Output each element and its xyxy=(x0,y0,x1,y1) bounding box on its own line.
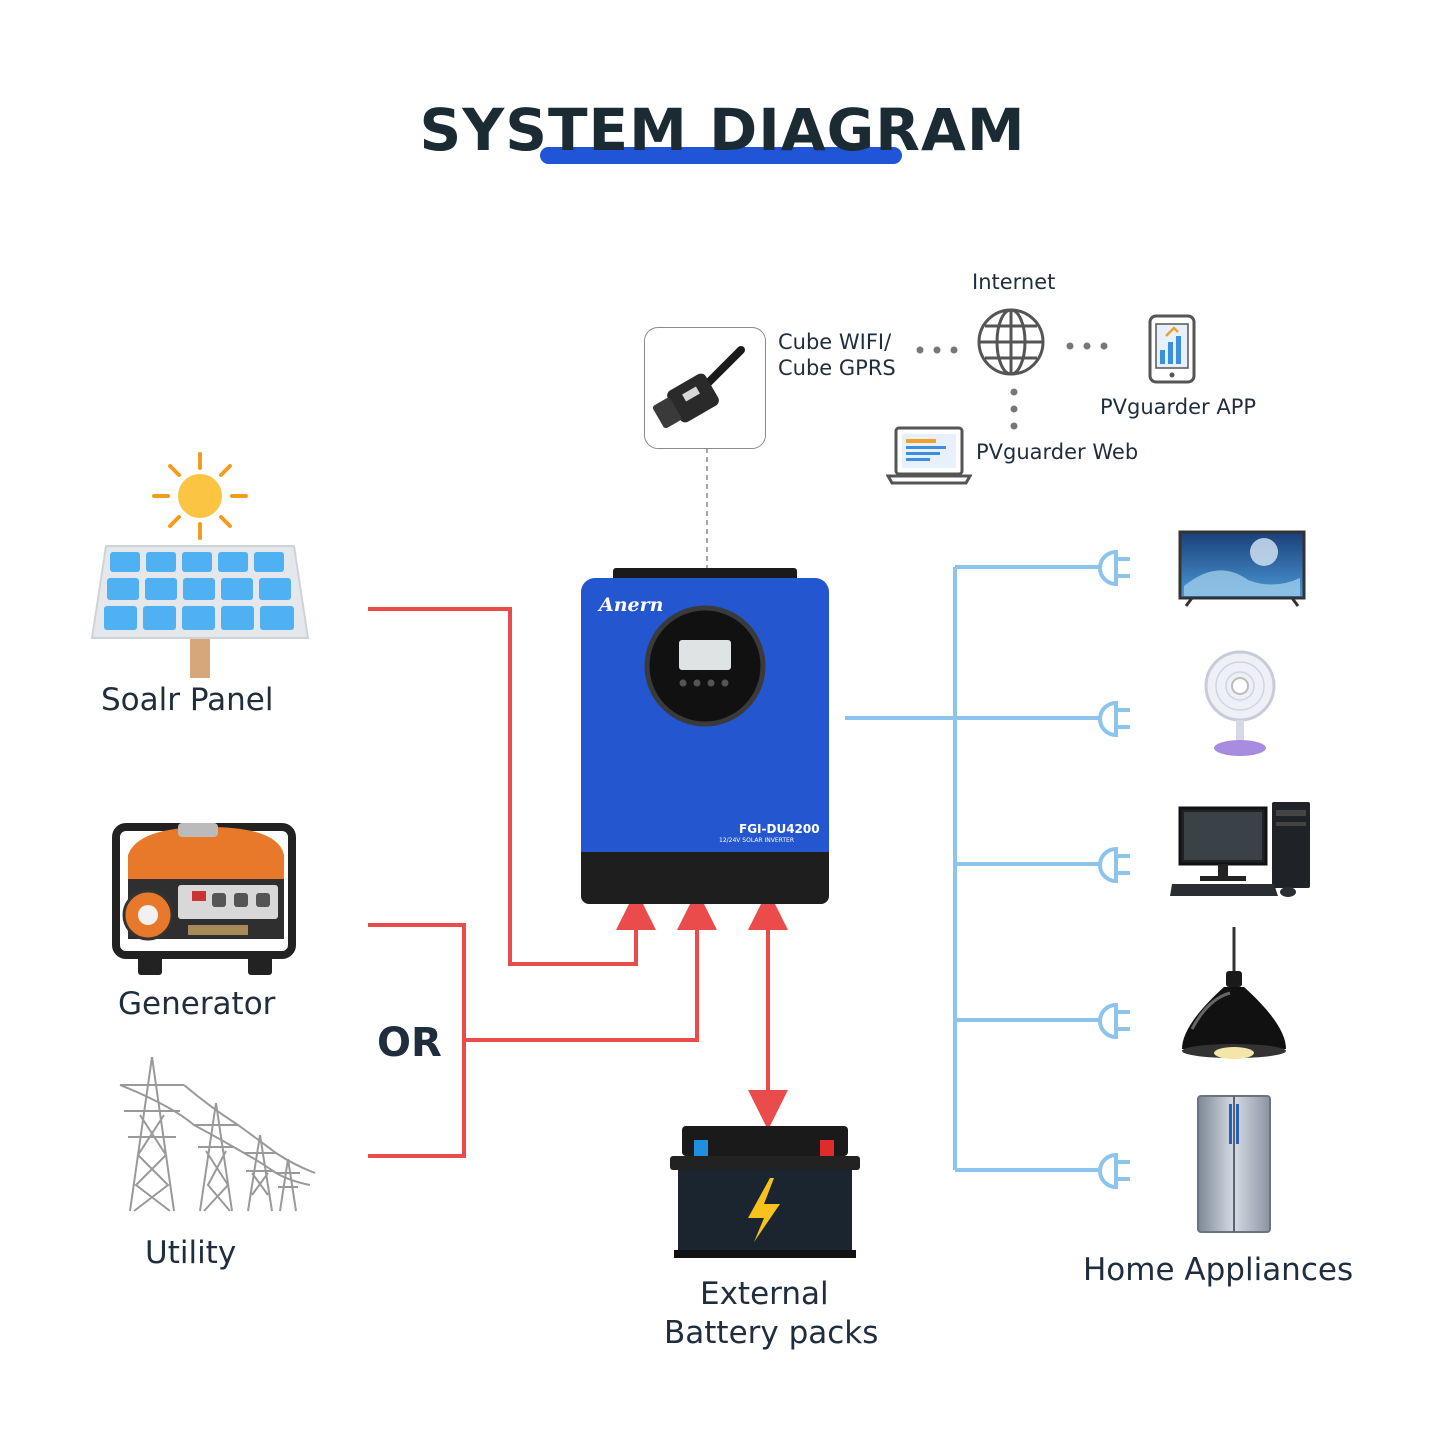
page-title: SYSTEM DIAGRAM xyxy=(419,96,1026,164)
generator-label: Generator xyxy=(118,986,276,1022)
inverter: Anern FGI-DU4200 12/24V SOLAR INVERTER xyxy=(581,568,829,904)
solar-wire xyxy=(368,607,656,966)
dongle-label-line2: Cube GPRS xyxy=(778,356,896,380)
battery-label-line1: External xyxy=(700,1276,829,1312)
dongle-label-line1: Cube WIFI/ xyxy=(778,330,892,354)
pendant-lamp-icon xyxy=(1182,927,1286,1059)
web-label: PVguarder Web xyxy=(976,440,1139,464)
fan-icon xyxy=(1204,650,1276,756)
ac-output-wires xyxy=(845,565,1100,1172)
computer-icon xyxy=(1170,802,1310,897)
inverter-brand: Anern xyxy=(599,594,664,616)
wifi-dongle-box xyxy=(644,327,766,449)
smartphone-app-icon xyxy=(1148,314,1196,384)
internet-label: Internet xyxy=(972,270,1056,294)
solar-label: Soalr Panel xyxy=(101,682,274,718)
title-underline-bar xyxy=(540,147,902,164)
inverter-subtitle: 12/24V SOLAR INVERTER xyxy=(719,837,795,844)
globe-icon xyxy=(977,308,1045,376)
wifi-dongle-icon xyxy=(652,346,745,429)
generator-icon xyxy=(112,823,296,975)
plug-icons xyxy=(1098,549,1130,1190)
battery-label-line2: Battery packs xyxy=(664,1315,879,1351)
solar-panel-icon xyxy=(90,452,310,678)
inverter-body-icon xyxy=(581,568,829,904)
inverter-model: FGI-DU4200 xyxy=(739,822,820,836)
refrigerator-icon xyxy=(1197,1095,1271,1233)
app-label: PVguarder APP xyxy=(1100,395,1257,419)
utility-pylons-icon xyxy=(119,1056,316,1212)
or-label: OR xyxy=(377,1020,442,1066)
tv-icon xyxy=(1178,530,1306,607)
internet-dotted-links xyxy=(916,342,1108,430)
ac-input-wire xyxy=(464,890,717,1042)
utility-label: Utility xyxy=(145,1235,237,1271)
appliances-label: Home Appliances xyxy=(1083,1252,1354,1288)
laptop-web-icon xyxy=(886,426,972,485)
battery-icon xyxy=(670,1126,860,1258)
